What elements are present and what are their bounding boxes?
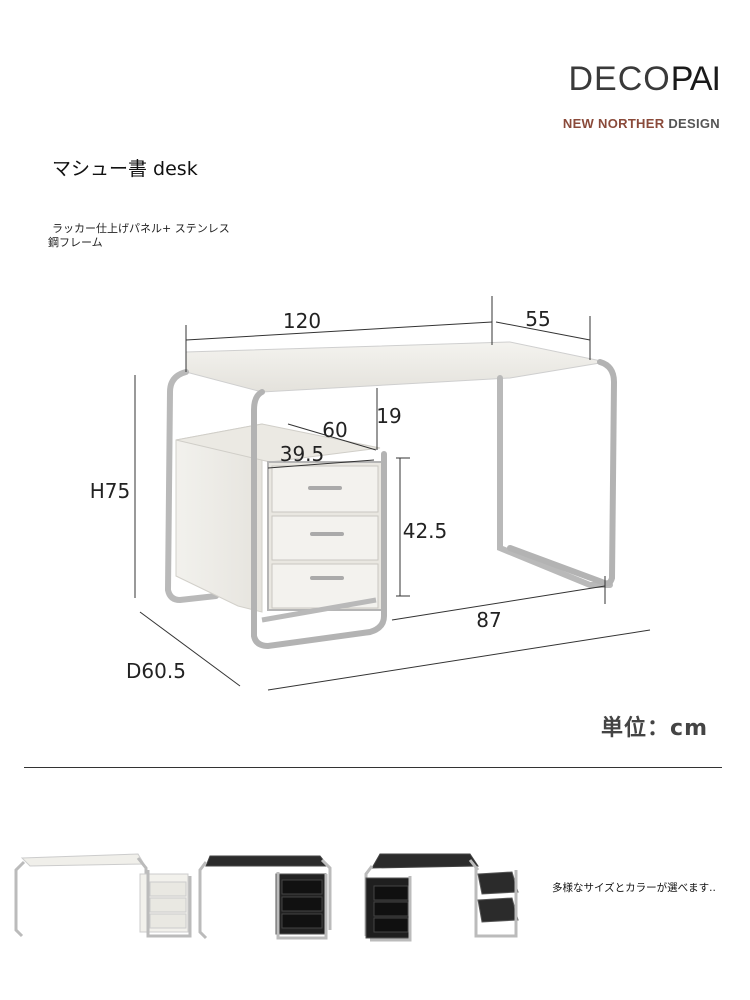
tagline-part-2: DESIGN (668, 116, 720, 131)
material-line-2: 鋼フレーム (48, 236, 103, 249)
product-title: マシュー書 desk (52, 158, 198, 180)
dim-side-depth-label: 55 (525, 307, 550, 331)
variant-white-desk[interactable] (14, 853, 192, 938)
tagline-part-1: NEW NORTHER (562, 116, 665, 131)
drawer-handle-2 (310, 532, 344, 536)
dim-cabinet-depth-label: 60 (322, 418, 347, 442)
dim-height-label: H75 (90, 479, 131, 503)
desk-illustration (164, 341, 618, 650)
dim-gap-label: 19 (376, 404, 401, 428)
right-frame-rear (497, 375, 613, 588)
cabinet-base-bar (261, 597, 377, 623)
drawer-2 (271, 515, 379, 561)
cabinet-shelf (175, 423, 381, 463)
right-frame-front (507, 359, 618, 587)
left-frame-front (251, 389, 387, 650)
variant-black-corner-desk[interactable] (364, 853, 519, 942)
dim-legroom-label: 87 (476, 608, 501, 632)
dim-depth-label: D60.5 (126, 659, 186, 683)
variants-note: 多様なサイズとカラーが選べます.. (552, 882, 716, 894)
variant-thumbnails (14, 853, 519, 942)
brand-tagline: NEW NORTHER DESIGN (563, 116, 720, 131)
dimension-lines (134, 296, 651, 691)
brand-logo: DECOPAI (563, 60, 721, 98)
left-frame-rear (164, 369, 219, 604)
desk-top (185, 341, 607, 393)
variant-black-desk[interactable] (198, 855, 332, 940)
brand-block: DECOPAI NEW NORTHER DESIGN (563, 60, 721, 131)
logo-bold-part: PAI (670, 60, 721, 98)
product-material: ラッカー仕上げパネル+ ステンレス 鋼フレーム (48, 222, 230, 250)
logo-light-part: DECO (568, 60, 671, 98)
drawer-handle-1 (308, 486, 342, 490)
dim-cabinet-height-label: 42.5 (403, 519, 448, 543)
section-divider (24, 767, 722, 768)
material-line-1: ラッカー仕上げパネル+ ステンレス (52, 222, 230, 235)
drawer-handle-3 (310, 576, 344, 580)
desk-dimension-diagram: 120 55 H75 D60.5 60 39.5 19 42.5 87 (90, 296, 651, 691)
unit-label: 単位：cm (601, 716, 708, 741)
dim-width-label: 120 (283, 309, 321, 333)
dim-cabinet-width-label: 39.5 (280, 442, 325, 466)
